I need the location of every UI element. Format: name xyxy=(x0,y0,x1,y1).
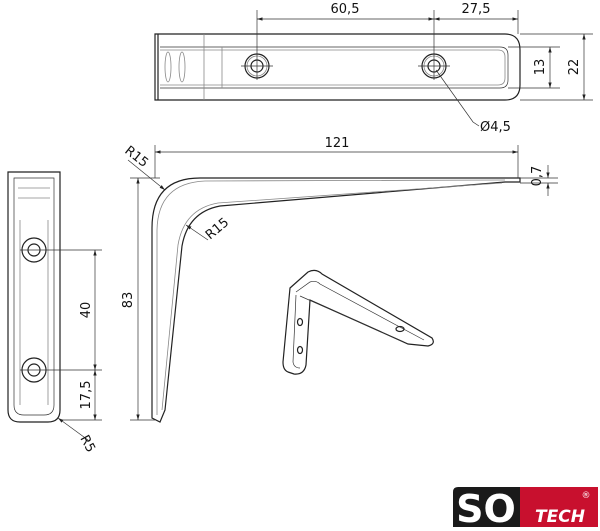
dim-inner-radius: R15 xyxy=(203,215,232,243)
logo-registered: ® xyxy=(582,491,591,501)
dim-height: 83 xyxy=(121,292,136,309)
side-view: 121 R15 R15 83 0,7 xyxy=(121,136,558,423)
dim-hole-to-bottom: 17,5 xyxy=(79,381,94,410)
dim-hole-spacing: 60,5 xyxy=(331,2,360,17)
dim-hole-to-end: 27,5 xyxy=(462,2,491,17)
isometric-view xyxy=(282,269,434,375)
logo-text-main: SO xyxy=(456,487,516,531)
dim-hole-diameter: Ø4,5 xyxy=(480,120,511,135)
dim-thickness: 0,7 xyxy=(530,166,545,187)
dim-width: 22 xyxy=(567,59,582,76)
dim-length: 121 xyxy=(325,136,350,151)
sotech-logo: SO TECH ® xyxy=(453,487,598,531)
front-view: 40 17,5 R5 xyxy=(7,171,102,455)
dim-corner-radius: R5 xyxy=(76,433,97,455)
dim-hole-spacing-vertical: 40 xyxy=(79,302,94,319)
dim-inner-width: 13 xyxy=(533,59,548,76)
logo-text-sub: TECH xyxy=(535,507,585,527)
top-view: 60,5 27,5 13 22 Ø4,5 xyxy=(154,2,593,135)
